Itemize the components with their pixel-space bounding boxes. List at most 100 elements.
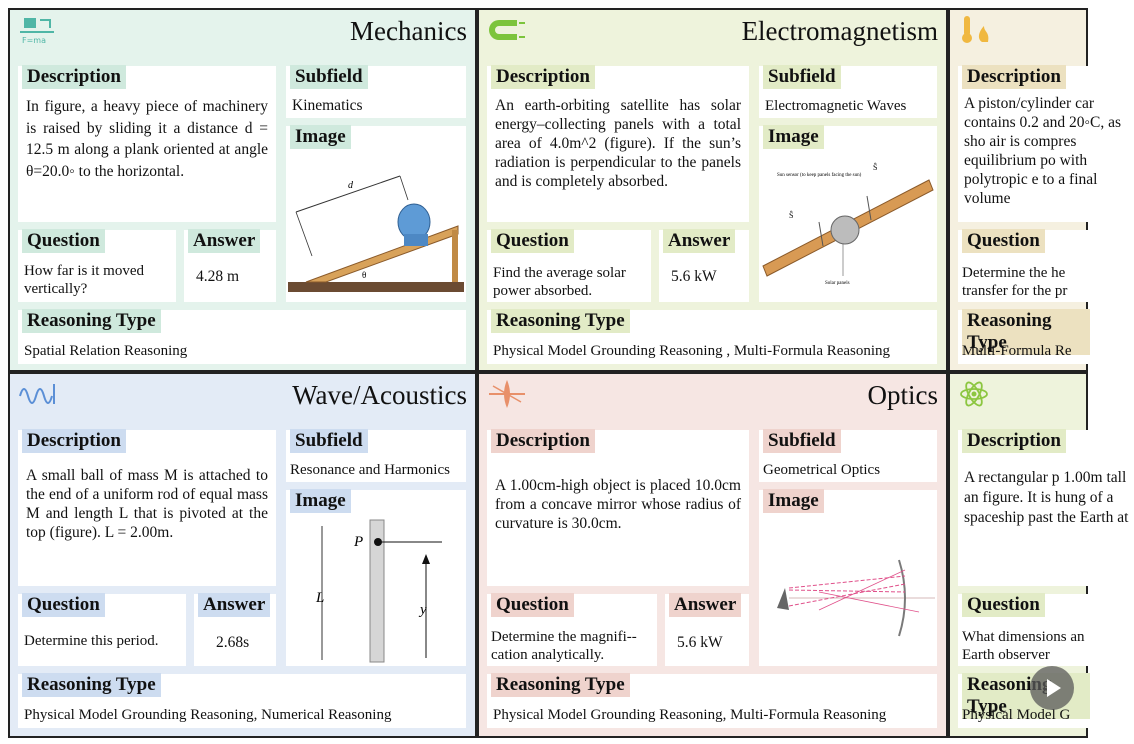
description-text: A 1.00cm-high object is placed 10.0cm fr… (495, 477, 741, 532)
subfield-box: Subfield Geometrical Optics (759, 429, 937, 482)
answer-label: Answer (669, 593, 742, 617)
description-text: An earth-orbiting satellite has solar en… (495, 97, 741, 190)
panel-thermodynamics: Description A piston/cylinder car contai… (948, 8, 1121, 372)
description-text: A piston/cylinder car contains 0.2 and 2… (964, 95, 1122, 207)
reasoning-box: Reasoning Type Physical Model Grounding … (18, 673, 466, 728)
image-label: Image (290, 125, 351, 149)
reasoning-box: Reasoning Type Multi-Formula Re (958, 309, 1090, 364)
thermometer-flame-icon (962, 16, 989, 43)
image-label: Image (290, 489, 351, 513)
description-text: In figure, a heavy piece of machinery is… (26, 98, 268, 180)
subfield-label: Subfield (290, 65, 368, 89)
pendulum-rod-figure: P L y (315, 519, 442, 663)
description-box: Description In figure, a heavy piece of … (18, 65, 276, 222)
question-box: Question Determine the he transfer for t… (958, 229, 1090, 302)
question-box: Question How far is it moved vertically? (18, 229, 176, 302)
answer-text: 5.6 kW (677, 634, 723, 651)
question-text: Determine the magnifi--cation analytical… (491, 629, 637, 663)
description-box: Description A piston/cylinder car contai… (958, 65, 1121, 222)
panel-mechanics: F=ma Mechanics Description In figure, a … (8, 8, 477, 372)
reasoning-text: Multi-Formula Re (962, 343, 1072, 359)
panel-title: Electromagnetism (741, 16, 938, 46)
reasoning-label: Reasoning Type (491, 309, 630, 333)
subfield-label: Subfield (290, 429, 368, 453)
question-text: What dimensions an Earth observer (962, 629, 1085, 663)
panel-title: Mechanics (350, 16, 467, 46)
question-box: Question Find the average solar power ab… (487, 229, 651, 302)
reasoning-label: Reasoning Type (22, 309, 161, 333)
description-label: Description (962, 429, 1066, 453)
reasoning-text: Physical Model Grounding Reasoning, Mult… (493, 707, 887, 723)
mirror-ray-figure (777, 559, 935, 637)
description-box: Description A 1.00cm-high object is plac… (487, 429, 749, 586)
description-label: Description (22, 429, 126, 453)
subfield-label: Subfield (763, 65, 841, 89)
image-box: Image d θ (286, 125, 466, 302)
description-label: Description (22, 65, 126, 89)
reasoning-box: Reasoning Type Spatial Relation Reasonin… (18, 309, 466, 364)
panel-title: Wave/Acoustics (292, 380, 467, 410)
description-box: Description An earth-orbiting satellite … (487, 65, 749, 222)
fig-label-panels: Solar panels (825, 281, 850, 286)
atom-icon (960, 381, 988, 407)
answer-text: 2.68s (216, 634, 250, 651)
incline-figure: d θ (288, 175, 464, 292)
description-label: Description (962, 65, 1066, 89)
description-label: Description (491, 65, 595, 89)
description-box: Description A rectangular p 1.00m tall a… (958, 429, 1128, 586)
subfield-box: Subfield Resonance and Harmonics (286, 429, 466, 482)
description-text: A small ball of mass M is attached to th… (26, 467, 268, 541)
subfield-text: Electromagnetic Waves (765, 98, 907, 114)
question-label: Question (962, 593, 1045, 617)
subfield-text: Kinematics (292, 97, 363, 114)
panel-title: Optics (867, 380, 939, 410)
panel-electromagnetism: Electromagnetism Description An earth-or… (477, 8, 948, 372)
answer-box: Answer 4.28 m (184, 229, 276, 302)
answer-text: 5.6 kW (671, 268, 717, 285)
fig-label-theta: θ (362, 270, 366, 280)
question-label: Question (22, 229, 105, 253)
wave-icon (19, 384, 55, 404)
subfield-label: Subfield (763, 429, 841, 453)
answer-box: Answer 5.6 kW (659, 229, 749, 302)
subfield-box: Subfield Kinematics (286, 65, 466, 118)
fig-label-y: y (418, 602, 427, 618)
fig-label-s2: Ŝ (789, 210, 793, 220)
reasoning-box: Reasoning Type Physical Model Grounding … (487, 309, 937, 364)
svg-text:F=ma: F=ma (22, 36, 46, 45)
fig-label-sensor: Sun sensor (to keep panels facing the su… (777, 173, 862, 178)
question-text: How far is it moved vertically? (24, 263, 144, 297)
reasoning-label: Reasoning Type (491, 673, 630, 697)
description-label: Description (491, 429, 595, 453)
answer-box: Answer 5.6 kW (665, 593, 749, 666)
reasoning-box: Reasoning Type Physical Model Grounding … (487, 673, 937, 728)
question-text: Find the average solar power absorbed. (493, 265, 626, 299)
question-box: Question Determine the magnifi--cation a… (487, 593, 657, 666)
fig-label-d: d (348, 180, 354, 191)
lens-icon (489, 380, 525, 408)
answer-label: Answer (188, 229, 261, 253)
physics-grid: F=ma Mechanics Description In figure, a … (8, 8, 1128, 738)
answer-box: Answer 2.68s (194, 593, 276, 666)
fig-label-s1: Ŝ (873, 162, 877, 172)
reasoning-label: Reasoning Type (962, 309, 1090, 355)
satellite-figure: Sun sensor (to keep panels facing the su… (762, 162, 934, 286)
question-label: Question (491, 229, 574, 253)
subfield-text: Resonance and Harmonics (290, 462, 450, 478)
answer-label: Answer (198, 593, 271, 617)
answer-label: Answer (663, 229, 736, 253)
panel-optics: Optics Description A 1.00cm-high object … (477, 372, 948, 738)
reasoning-text: Physical Model G (962, 707, 1071, 723)
question-text: Determine the he transfer for the pr (962, 265, 1068, 299)
description-text: A rectangular p 1.00m tall an figure. It… (964, 469, 1129, 526)
reasoning-text: Physical Model Grounding Reasoning, Nume… (24, 707, 392, 723)
image-label: Image (763, 125, 824, 149)
question-text: Determine this period. (24, 633, 159, 649)
description-box: Description A small ball of mass M is at… (18, 429, 276, 586)
reasoning-text: Spatial Relation Reasoning (24, 343, 188, 359)
magnet-icon (489, 20, 525, 40)
answer-text: 4.28 m (196, 268, 240, 285)
fig-label-p: P (353, 534, 363, 550)
question-box: Question Determine this period. (18, 593, 186, 666)
play-icon[interactable] (1030, 666, 1074, 710)
